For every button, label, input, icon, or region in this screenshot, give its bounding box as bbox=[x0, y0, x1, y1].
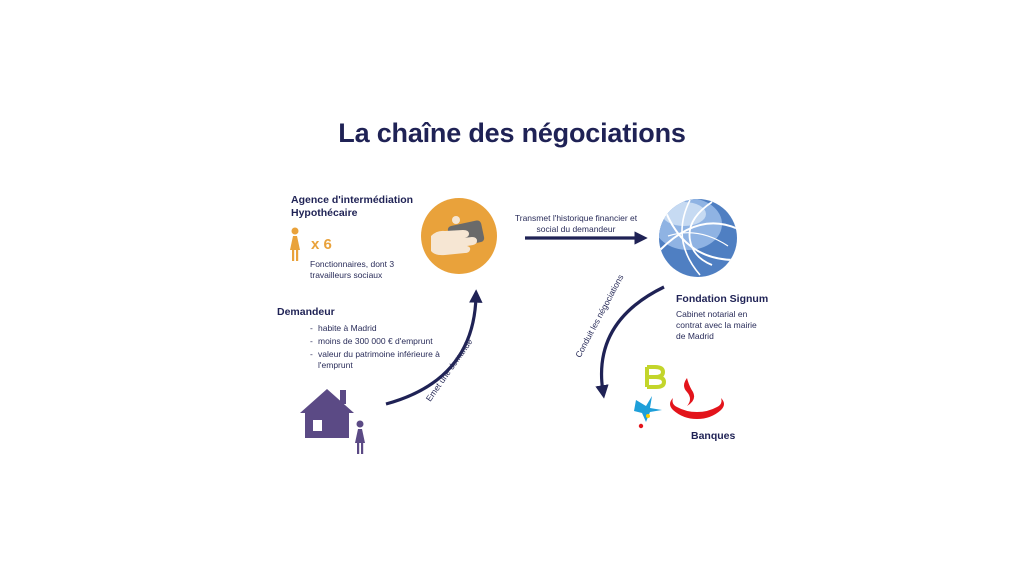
list-item: moins de 300 000 € d'emprunt bbox=[310, 336, 450, 347]
person-icon bbox=[290, 227, 300, 261]
applicant-criteria-list: habite à Madrid moins de 300 000 € d'emp… bbox=[310, 323, 450, 373]
applicant-name: Demandeur bbox=[277, 306, 335, 318]
bankia-logo-icon bbox=[645, 365, 666, 389]
caixa-logo-icon bbox=[634, 396, 662, 429]
negotiate-arrow bbox=[595, 285, 665, 399]
transmit-label: Transmet l'historique financier et socia… bbox=[514, 213, 638, 234]
santander-logo-icon bbox=[670, 378, 724, 419]
foundation-description: Cabinet notarial en contrat avec la mair… bbox=[676, 309, 757, 341]
list-item: valeur du patrimoine inférieure à l'empr… bbox=[310, 349, 450, 371]
list-item: habite à Madrid bbox=[310, 323, 450, 334]
applicant-person-icon bbox=[355, 420, 365, 454]
agency-name: Agence d'intermédiation Hypothécaire bbox=[291, 194, 414, 219]
banks-label: Banques bbox=[691, 430, 736, 442]
house-icon bbox=[300, 389, 354, 438]
request-arrow bbox=[385, 289, 483, 406]
agency-description: Fonctionnaires, dont 3 travailleurs soci… bbox=[310, 259, 395, 280]
agency-multiplier: x 6 bbox=[311, 236, 332, 253]
agency-circle-icon bbox=[421, 198, 497, 274]
foundation-name: Fondation Signum bbox=[676, 293, 769, 305]
globe-icon bbox=[659, 199, 737, 277]
page-title: La chaîne des négociations bbox=[338, 118, 686, 148]
